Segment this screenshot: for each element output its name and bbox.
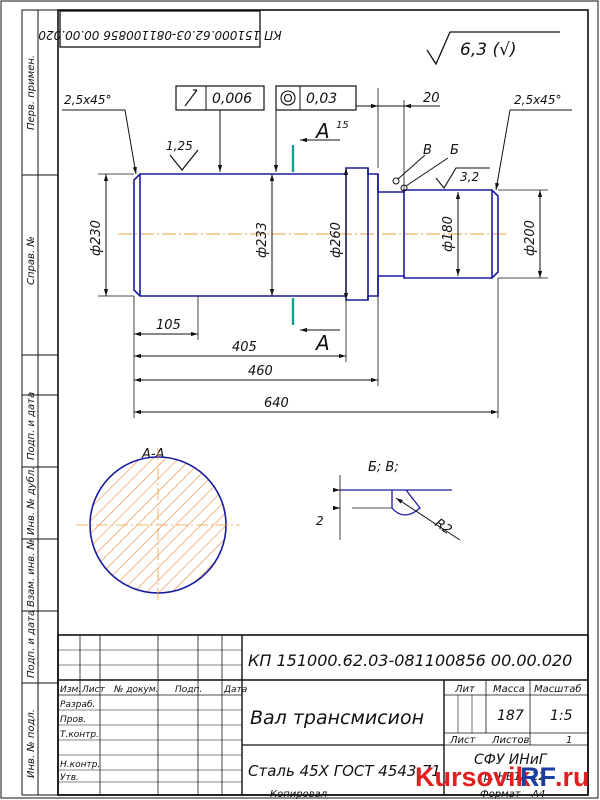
- watermark-part3: .ru: [555, 762, 590, 792]
- watermark-logo: Kursovik RF .ru: [415, 762, 590, 792]
- roughness-left-value: 1,25: [166, 139, 193, 153]
- concentricity-icon: [280, 90, 296, 106]
- runout-value: 0,006: [212, 91, 252, 107]
- dim-d200-label: ф200: [523, 220, 538, 256]
- detail-marks: В Б 3,2: [392, 143, 490, 192]
- chamfer-right-label: 2,5x45°: [514, 93, 561, 107]
- dim-640-label: 640: [264, 396, 289, 411]
- roughness-right-value: 3,2: [460, 170, 479, 184]
- tb-mass-value: 187: [497, 708, 524, 724]
- tb-row-tkontr: Т.контр.: [60, 730, 99, 740]
- dim-d230-label: ф230: [89, 220, 104, 256]
- dim-20: 20: [350, 88, 440, 192]
- tb-col-list: Лист: [81, 685, 106, 695]
- tb-sheets-value: 1: [566, 735, 572, 746]
- watermark-part2: RF: [520, 762, 556, 792]
- tb-col-izm: Изм.: [60, 685, 81, 695]
- roughness-symbol-left: 1,25: [166, 139, 199, 171]
- dim-d180: ф180: [441, 192, 461, 276]
- mark-b-label: Б: [450, 143, 459, 158]
- concentricity-value: 0,03: [306, 91, 337, 107]
- title-part-name: Вал трансмисион: [250, 707, 424, 729]
- section-marker-a: А 15 А: [291, 119, 349, 355]
- detail-view-label: Б; В;: [368, 460, 399, 475]
- tb-col-date: Дата: [223, 685, 247, 695]
- tb-row-razrab: Разраб.: [60, 700, 95, 710]
- tb-mass-header: Масса: [493, 684, 525, 695]
- dim-20-label: 20: [423, 91, 440, 106]
- side-cell-label: Инв. № подл.: [26, 709, 37, 778]
- general-roughness-symbol: 6,3 (√): [426, 31, 560, 66]
- runout-tolerance-frame: 0,006: [175, 85, 265, 172]
- side-cell-label: Подп. и дата: [26, 610, 37, 678]
- length-dims: [133, 278, 499, 418]
- side-cell-label: Инв. № дубл.: [25, 467, 37, 535]
- tb-org-group: гр. НБ11-12: [478, 770, 546, 783]
- tb-lit-header: Лит: [454, 684, 476, 695]
- dim-105-label: 105: [156, 318, 181, 333]
- dim-d233: ф233: [255, 174, 275, 296]
- concentricity-tolerance-frame: 0,03: [273, 85, 357, 172]
- section-offset: 15: [336, 120, 349, 131]
- title-material: Сталь 45Х ГОСТ 4543-71: [248, 762, 441, 780]
- tb-col-sign: Подп.: [175, 685, 202, 695]
- tb-org: СФУ ИНиГ: [474, 752, 548, 768]
- format-value: А4: [531, 789, 545, 800]
- side-cell-label: Подп. и дата: [26, 392, 37, 460]
- side-cell-label: Перв. примен.: [26, 55, 37, 130]
- tb-scale-value: 1:5: [550, 708, 573, 724]
- dim-d230: ф230: [89, 173, 134, 297]
- tb-sheets-label: Листов: [491, 735, 529, 746]
- copied-label: Копировал: [270, 789, 328, 800]
- tb-col-doc: № докум.: [113, 685, 158, 695]
- title-block: [57, 634, 589, 796]
- dim-d260-label: ф260: [329, 222, 344, 258]
- tb-sheet-label: Лист: [449, 735, 477, 746]
- dim-405-label: 405: [232, 340, 257, 355]
- detail-dim-2: 2: [316, 514, 324, 528]
- dim-460-label: 460: [248, 364, 273, 379]
- chamfer-left-label: 2,5x45°: [64, 93, 111, 107]
- watermark-part1: Kursovik: [415, 762, 532, 792]
- side-cell-label: Справ. №: [26, 236, 37, 285]
- chamfer-right-leader: 2,5x45°: [495, 93, 572, 191]
- section-letter-top: А: [314, 119, 330, 143]
- side-cell-label: Взам. инв. №: [26, 539, 37, 607]
- title-doc-code: КП 151000.62.03-081100856 00.00.020: [248, 651, 572, 670]
- section-letter-bottom: А: [314, 331, 330, 355]
- general-roughness-value: 6,3 (√): [460, 40, 517, 60]
- section-view-a-a: А-А: [76, 447, 240, 602]
- chamfer-left-leader: 2,5x45°: [62, 93, 137, 175]
- dim-d260: ф260: [329, 168, 349, 300]
- side-column: Перв. примен. Справ. № Подп. и дата Инв.…: [21, 9, 59, 796]
- tb-row-prov: Пров.: [60, 715, 86, 725]
- top-rotated-stamp: КП 151000.62.03-081100856 00.00.020: [38, 10, 282, 48]
- dim-d233-label: ф233: [255, 222, 270, 258]
- tb-scale-header: Масштаб: [534, 683, 582, 695]
- format-label: Формат: [480, 789, 522, 800]
- detail-radius-label: R2: [432, 516, 455, 538]
- tb-row-nkontr: Н.контр.: [60, 760, 100, 770]
- runout-icon: [184, 89, 198, 107]
- dim-d180-label: ф180: [441, 216, 456, 252]
- dim-d200: ф200: [498, 189, 548, 279]
- mark-v-label: В: [423, 143, 432, 158]
- detail-view-b-v: Б; В; 2 R2: [316, 460, 461, 541]
- rotated-doc-code: КП 151000.62.03-081100856 00.00.020: [38, 28, 282, 42]
- tb-row-utv: Утв.: [60, 773, 79, 783]
